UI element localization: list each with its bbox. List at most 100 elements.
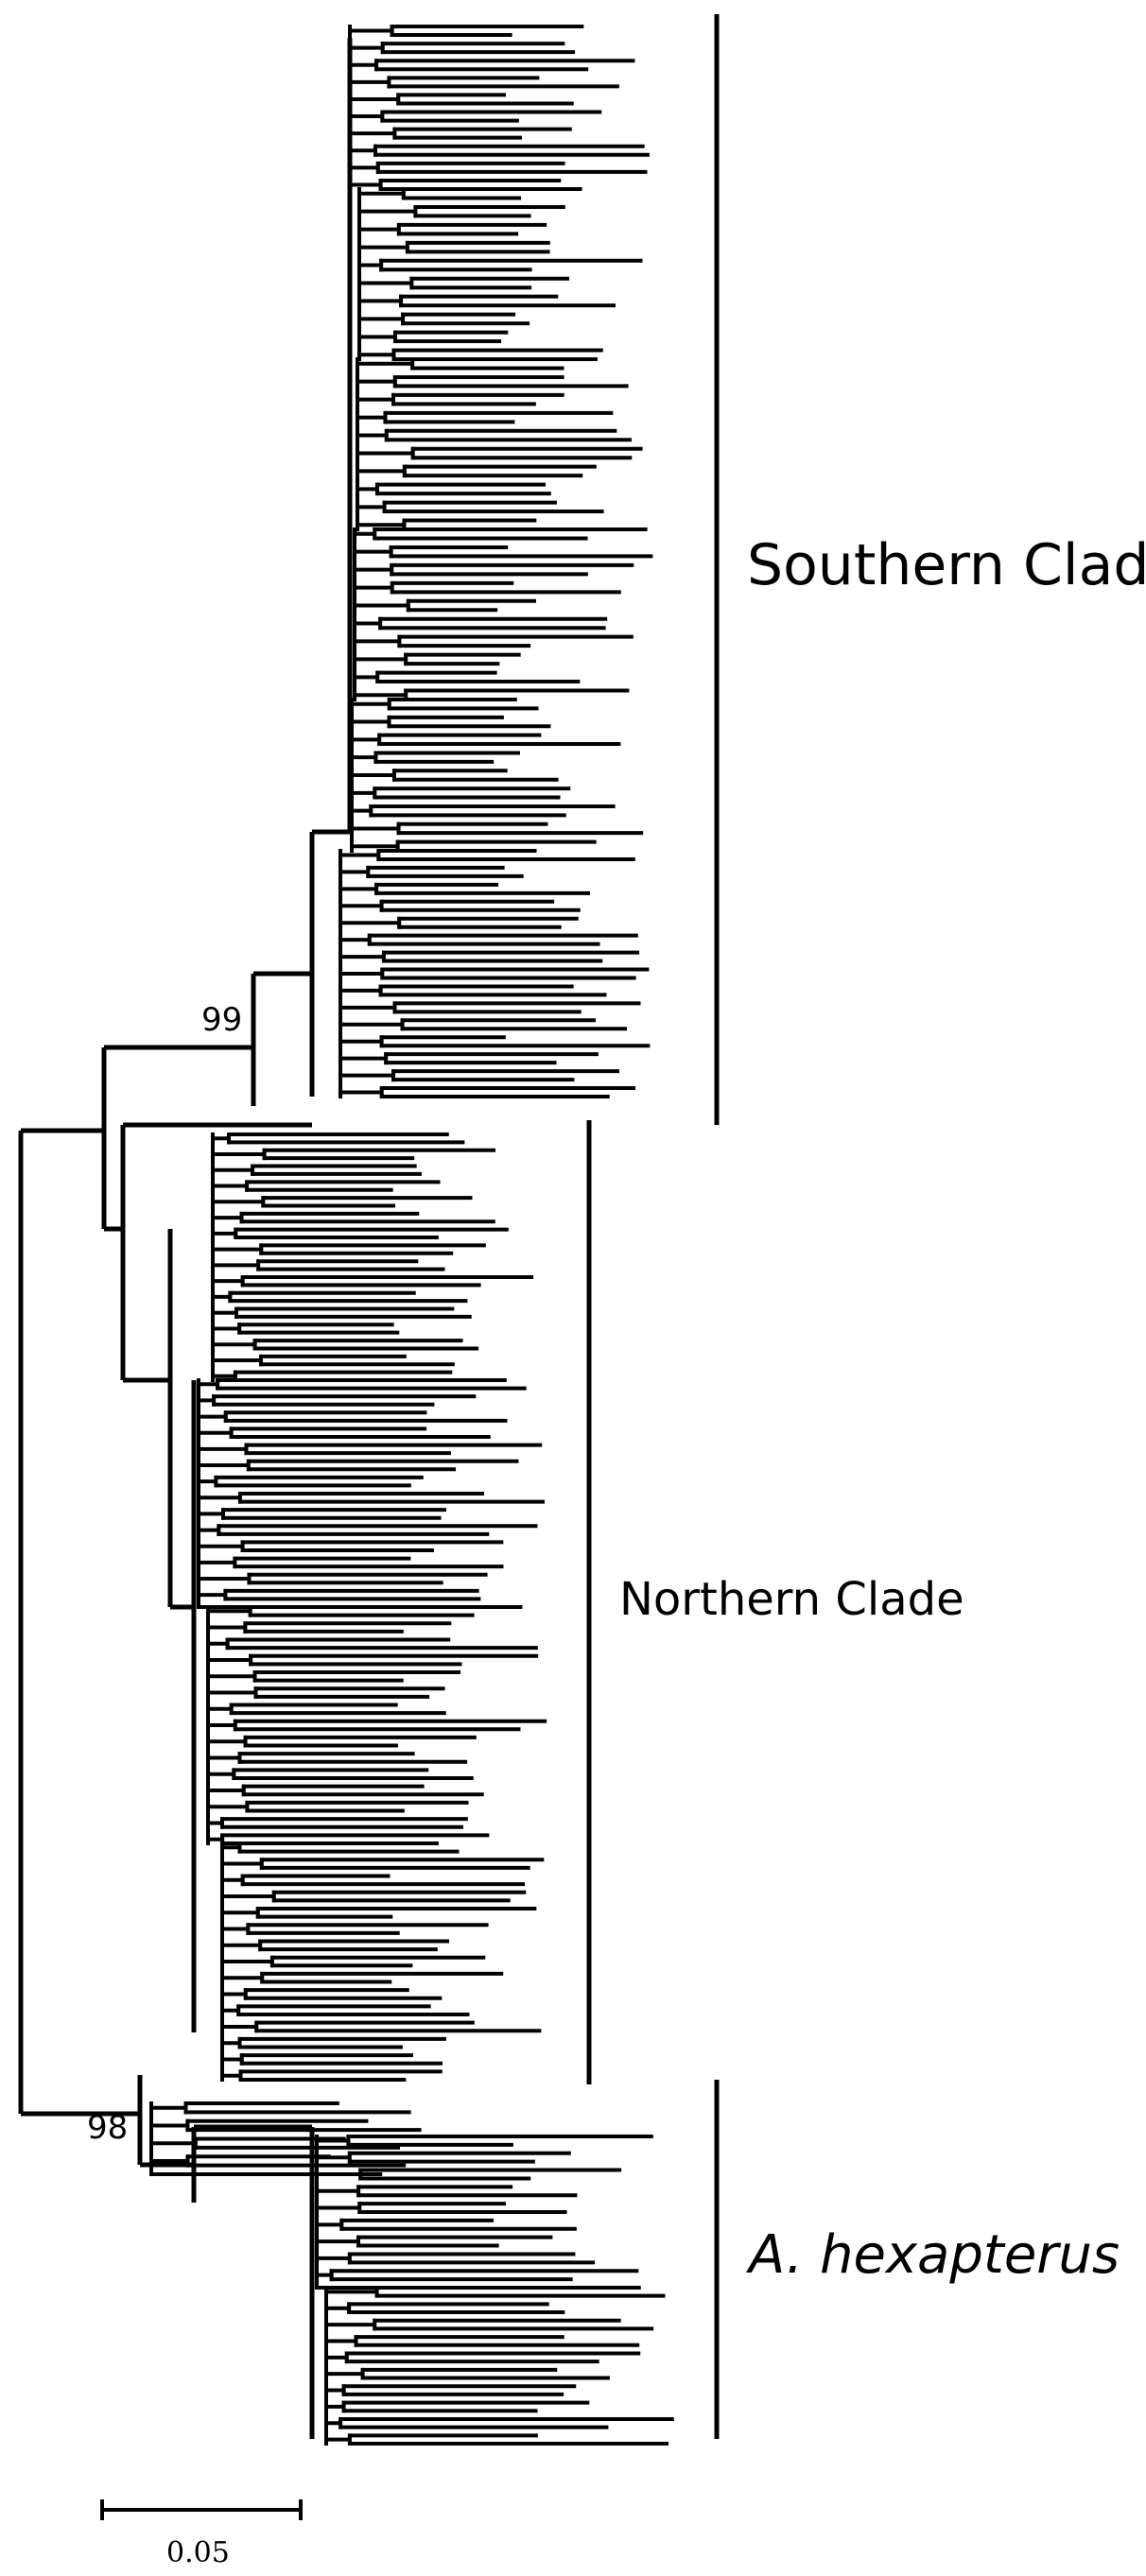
internal-branch (339, 984, 383, 997)
internal-branch (350, 733, 382, 747)
internal-branch (353, 580, 394, 595)
internal-branch (211, 1227, 238, 1240)
internal-branch (220, 1939, 263, 1952)
internal-branch (350, 821, 401, 836)
internal-branch (348, 25, 394, 38)
scale-bar-label: 0.05 (166, 2536, 230, 2569)
internal-branch (149, 2118, 190, 2133)
internal-branch (220, 2004, 241, 2017)
backbone (18, 38, 353, 2439)
internal-branch (315, 2235, 360, 2248)
internal-branch (339, 1018, 405, 1031)
southern-clade-label: Southern Clade (747, 532, 1146, 598)
bootstrap-value-southern: 99 (201, 1001, 242, 1039)
internal-branch (206, 1768, 236, 1781)
internal-branch (206, 1653, 253, 1667)
bootstrap-value-hexapterus: 98 (87, 2109, 128, 2147)
internal-branch (211, 1132, 232, 1145)
internal-branch (211, 1274, 245, 1288)
internal-branch (350, 769, 396, 782)
internal-branch (356, 392, 396, 406)
internal-branch (211, 1148, 267, 1161)
internal-branch (211, 1354, 264, 1367)
internal-branch (211, 1180, 250, 1192)
internal-branch (315, 2218, 344, 2231)
internal-branch (197, 1492, 242, 1504)
internal-branch (357, 258, 384, 272)
internal-branch (206, 1833, 225, 1845)
internal-branch (324, 2367, 365, 2380)
internal-branch (220, 1923, 251, 1935)
internal-branch (357, 276, 414, 290)
internal-branch (211, 1196, 266, 1208)
internal-branch (197, 1572, 252, 1585)
internal-branch (211, 1211, 244, 1224)
internal-branch (350, 715, 391, 729)
internal-branch (197, 1475, 218, 1488)
internal-branch (197, 1426, 234, 1439)
internal-branch (211, 1243, 264, 1255)
internal-branch (356, 410, 388, 424)
internal-branch (348, 127, 397, 140)
internal-branch (339, 1052, 389, 1065)
internal-branch (220, 1890, 276, 1903)
internal-branch (348, 93, 401, 106)
internal-branch (211, 1290, 233, 1304)
internal-branch (206, 1800, 250, 1813)
internal-branch (206, 1703, 234, 1716)
internal-branch (339, 882, 379, 895)
internal-branch (324, 2351, 349, 2364)
internal-branch (339, 1001, 397, 1014)
internal-branch (324, 2400, 346, 2413)
internal-branch (220, 2036, 242, 2049)
internal-branch (339, 967, 385, 980)
internal-branch (356, 374, 397, 389)
internal-branch (356, 464, 407, 478)
internal-branch (357, 348, 396, 361)
internal-branch (348, 76, 391, 89)
internal-branch (315, 2185, 361, 2198)
internal-branch (197, 1443, 249, 1456)
internal-branch (315, 2269, 334, 2282)
internal-branch (206, 1719, 237, 1732)
internal-branch (353, 562, 394, 577)
internal-branch (220, 1971, 265, 1984)
internal-branch (348, 59, 379, 72)
internal-branch (353, 616, 383, 631)
internal-branch (339, 899, 384, 912)
internal-branch (356, 500, 387, 514)
internal-branch (206, 1686, 258, 1699)
internal-branch (350, 751, 378, 764)
internal-branch (339, 1069, 396, 1082)
internal-branch (197, 1540, 245, 1552)
internal-branch (220, 1906, 260, 1919)
internal-branch (324, 2433, 352, 2446)
internal-branch (324, 2318, 377, 2331)
internal-branch (315, 2202, 362, 2214)
internal-branch (350, 804, 373, 818)
internal-branch (220, 2053, 244, 2066)
internal-branch (211, 1339, 257, 1351)
internal-branch (324, 2302, 352, 2315)
internal-branch (348, 42, 385, 55)
internal-branch (353, 652, 408, 666)
internal-branch (348, 144, 378, 157)
internal-branch (339, 1086, 384, 1098)
internal-branch (357, 294, 404, 308)
hexapterus-clade-label: A. hexapterus (746, 2224, 1120, 2286)
internal-branch (206, 1669, 257, 1683)
internal-branch (350, 787, 377, 800)
internal-branch (206, 1735, 248, 1748)
internal-branch (197, 1378, 220, 1391)
internal-branch (356, 482, 379, 496)
internal-branch (197, 1459, 251, 1472)
internal-branch (339, 916, 402, 929)
internal-branch (353, 670, 380, 684)
internal-branch (220, 1988, 248, 2000)
internal-branch (339, 950, 386, 963)
internal-branch (353, 634, 402, 648)
internal-branch (197, 1556, 237, 1569)
internal-branch (197, 1524, 221, 1536)
internal-branch (356, 428, 389, 442)
internal-branch (353, 598, 410, 613)
